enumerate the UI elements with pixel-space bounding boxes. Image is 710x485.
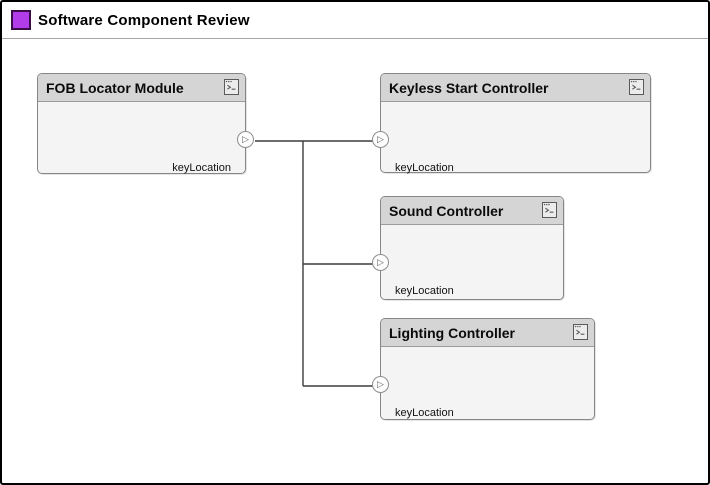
component-body: keyLocation xyxy=(381,102,650,200)
port-triangle-icon: ▷ xyxy=(242,134,249,144)
component-fob-locator-module[interactable]: FOB Locator Module keyLocation ▷ xyxy=(37,73,254,174)
diagram-title: Software Component Review xyxy=(38,11,250,29)
component-body: keyLocation xyxy=(38,102,245,201)
port-label: keyLocation xyxy=(172,162,231,174)
component-header[interactable]: FOB Locator Module xyxy=(38,74,245,102)
component-title: FOB Locator Module xyxy=(46,79,184,96)
software-component-icon xyxy=(224,79,239,95)
component-lighting-controller[interactable]: Lighting Controller keyLocation ▷ xyxy=(372,318,595,420)
port-label: keyLocation xyxy=(395,285,454,297)
software-component-icon xyxy=(629,79,644,95)
input-port-keylocation[interactable]: ▷ xyxy=(372,131,389,148)
component-header[interactable]: Keyless Start Controller xyxy=(381,74,650,102)
component-header[interactable]: Sound Controller xyxy=(381,197,563,225)
port-triangle-icon: ▷ xyxy=(377,134,384,144)
port-triangle-icon: ▷ xyxy=(377,257,384,267)
component-body: keyLocation xyxy=(381,225,563,327)
component-title: Keyless Start Controller xyxy=(389,79,549,96)
output-port-keylocation[interactable]: ▷ xyxy=(237,131,254,148)
diagram-color-swatch-icon xyxy=(11,10,31,30)
component-header[interactable]: Lighting Controller xyxy=(381,319,594,347)
component-sound-controller[interactable]: Sound Controller keyLocation ▷ xyxy=(372,196,564,300)
input-port-keylocation[interactable]: ▷ xyxy=(372,254,389,271)
component-title: Sound Controller xyxy=(389,202,504,219)
diagram-title-bar: Software Component Review xyxy=(2,2,708,39)
port-label: keyLocation xyxy=(395,407,454,419)
component-keyless-start-controller[interactable]: Keyless Start Controller keyLocation ▷ xyxy=(372,73,651,174)
software-component-icon xyxy=(573,324,588,340)
software-component-icon xyxy=(542,202,557,218)
input-port-keylocation[interactable]: ▷ xyxy=(372,376,389,393)
component-title: Lighting Controller xyxy=(389,324,515,341)
component-body: keyLocation xyxy=(381,347,594,447)
port-label: keyLocation xyxy=(395,162,454,174)
port-triangle-icon: ▷ xyxy=(377,379,384,389)
